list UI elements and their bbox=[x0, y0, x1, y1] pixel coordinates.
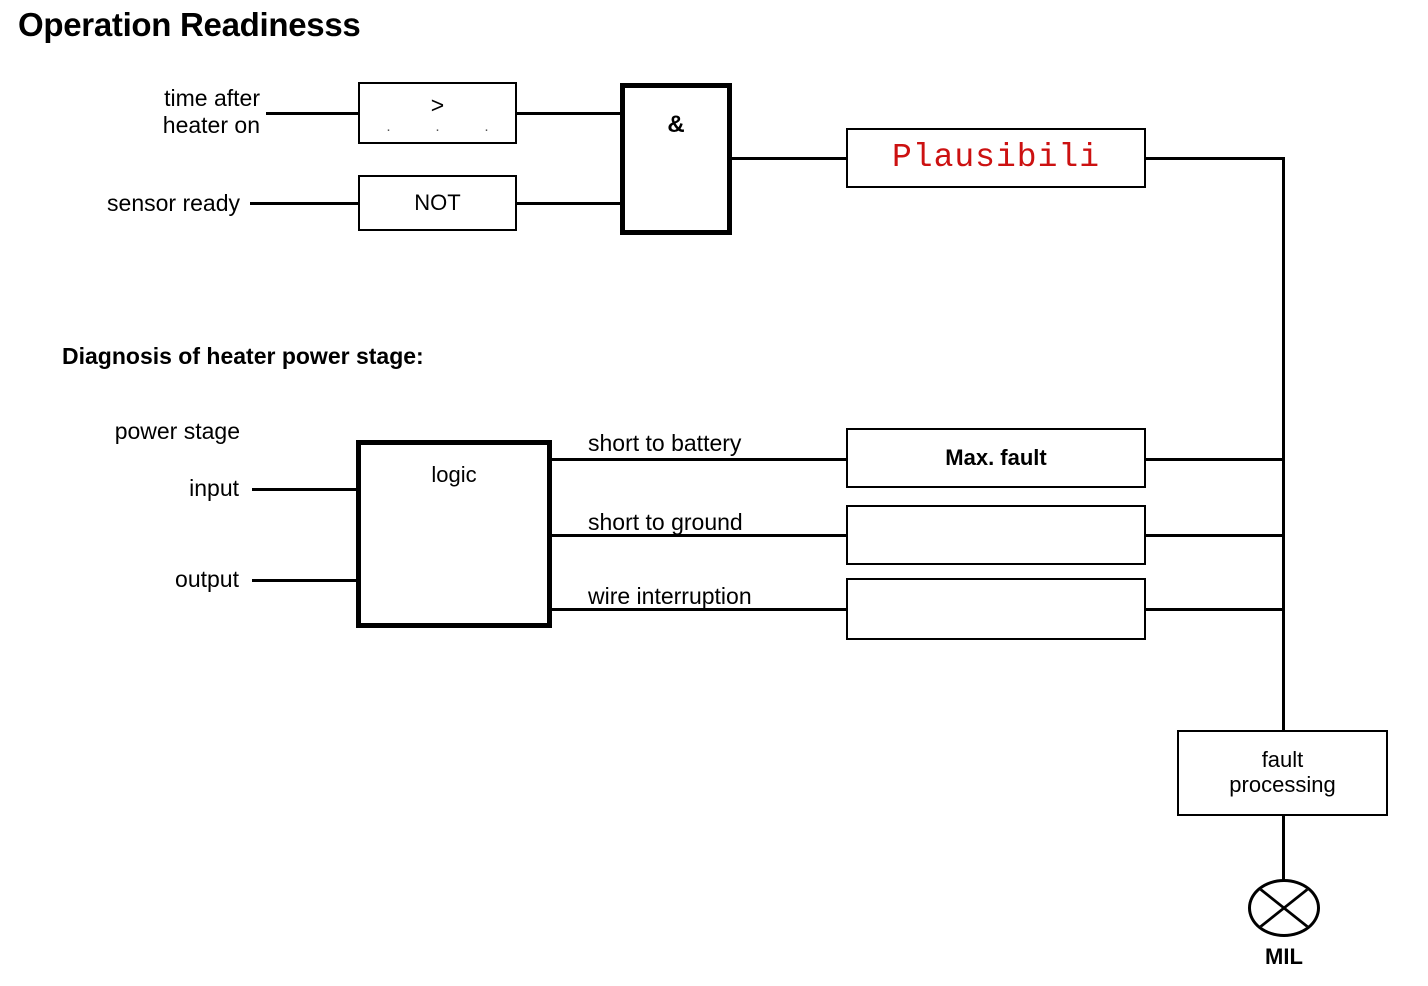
wire-and-to-plausibility bbox=[732, 157, 846, 160]
fault-line-label-short-to-ground: short to ground bbox=[588, 509, 743, 535]
comparator-symbol: > bbox=[430, 92, 445, 118]
not-gate-label: NOT bbox=[414, 189, 461, 215]
label-output: output bbox=[175, 566, 239, 592]
input-label-line1: time after bbox=[164, 85, 260, 111]
fault-processing-block[interactable]: fault processing bbox=[1177, 730, 1388, 816]
fault-box-wire-interruption[interactable] bbox=[846, 578, 1146, 640]
comparator-dot-2: · bbox=[435, 121, 440, 138]
fault-line-label-wire-interruption: wire interruption bbox=[588, 583, 752, 609]
and-gate-block[interactable]: & bbox=[620, 83, 732, 235]
fault-line-label-short-to-battery: short to battery bbox=[588, 430, 742, 456]
logic-block-label: logic bbox=[431, 462, 477, 487]
label-power-stage: power stage bbox=[114, 418, 240, 444]
fault-box-max-fault[interactable]: Max. fault bbox=[846, 428, 1146, 488]
section-heading: Diagnosis of heater power stage: bbox=[62, 343, 424, 369]
wire-fault-box-2-to-bus bbox=[1146, 534, 1285, 537]
fault-box-short-to-ground[interactable] bbox=[846, 505, 1146, 565]
fault-processing-line1: fault bbox=[1261, 747, 1304, 773]
lamp-cross-icon bbox=[1248, 879, 1320, 937]
wire-logic-to-fault-box-2 bbox=[552, 534, 846, 537]
wire-logic-to-fault-box-1 bbox=[552, 458, 846, 461]
wire-fault-box-1-to-bus bbox=[1146, 458, 1285, 461]
wire-logic-to-fault-box-3 bbox=[552, 608, 846, 611]
input-label-sensor-ready: sensor ready bbox=[107, 190, 240, 216]
plausibility-label: Plausibili bbox=[891, 138, 1101, 176]
comparator-dot-3: · bbox=[484, 121, 489, 138]
fault-collection-bus bbox=[1282, 157, 1285, 732]
fault-box-1-label: Max. fault bbox=[945, 444, 1047, 470]
input-label-line2: heater on bbox=[162, 112, 260, 139]
wire-plausibility-to-bus bbox=[1146, 157, 1285, 160]
comparator-dots: · · · bbox=[386, 122, 489, 137]
not-gate-block[interactable]: NOT bbox=[358, 175, 517, 231]
fault-processing-line2: processing bbox=[1229, 772, 1336, 797]
wire-fault-processing-to-mil bbox=[1282, 816, 1285, 882]
fault-processing-label: fault processing bbox=[1229, 748, 1335, 797]
wire-comparator-to-and bbox=[517, 112, 622, 115]
wire-time-to-comparator bbox=[266, 112, 358, 115]
wire-input-to-logic bbox=[252, 488, 358, 491]
comparator-dot-1: · bbox=[386, 121, 391, 138]
comparator-block[interactable]: > · · · bbox=[358, 82, 517, 144]
input-label-time-after-heater-on: time after heater on bbox=[20, 85, 260, 139]
and-gate-label: & bbox=[667, 111, 685, 138]
page-title: Operation Readinesss bbox=[18, 6, 361, 43]
wire-sensor-to-not bbox=[250, 202, 358, 205]
wire-fault-box-3-to-bus bbox=[1146, 608, 1285, 611]
plausibility-block[interactable]: Plausibili bbox=[846, 128, 1146, 188]
wire-output-to-logic bbox=[252, 579, 358, 582]
label-input: input bbox=[189, 475, 239, 501]
logic-block[interactable]: logic bbox=[356, 440, 552, 628]
mil-label: MIL bbox=[1265, 944, 1303, 969]
wire-not-to-and bbox=[517, 202, 622, 205]
